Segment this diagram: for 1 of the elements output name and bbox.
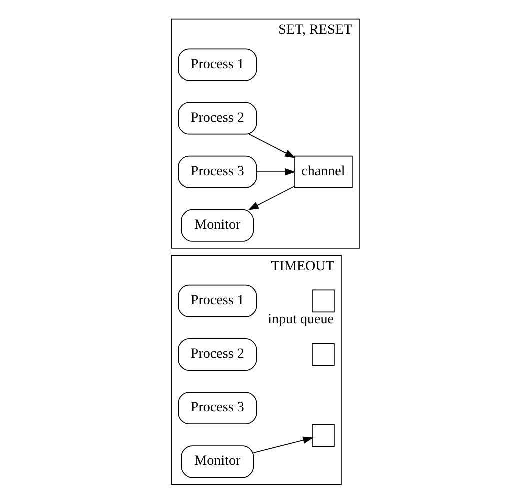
node-label: input queue	[268, 311, 334, 328]
